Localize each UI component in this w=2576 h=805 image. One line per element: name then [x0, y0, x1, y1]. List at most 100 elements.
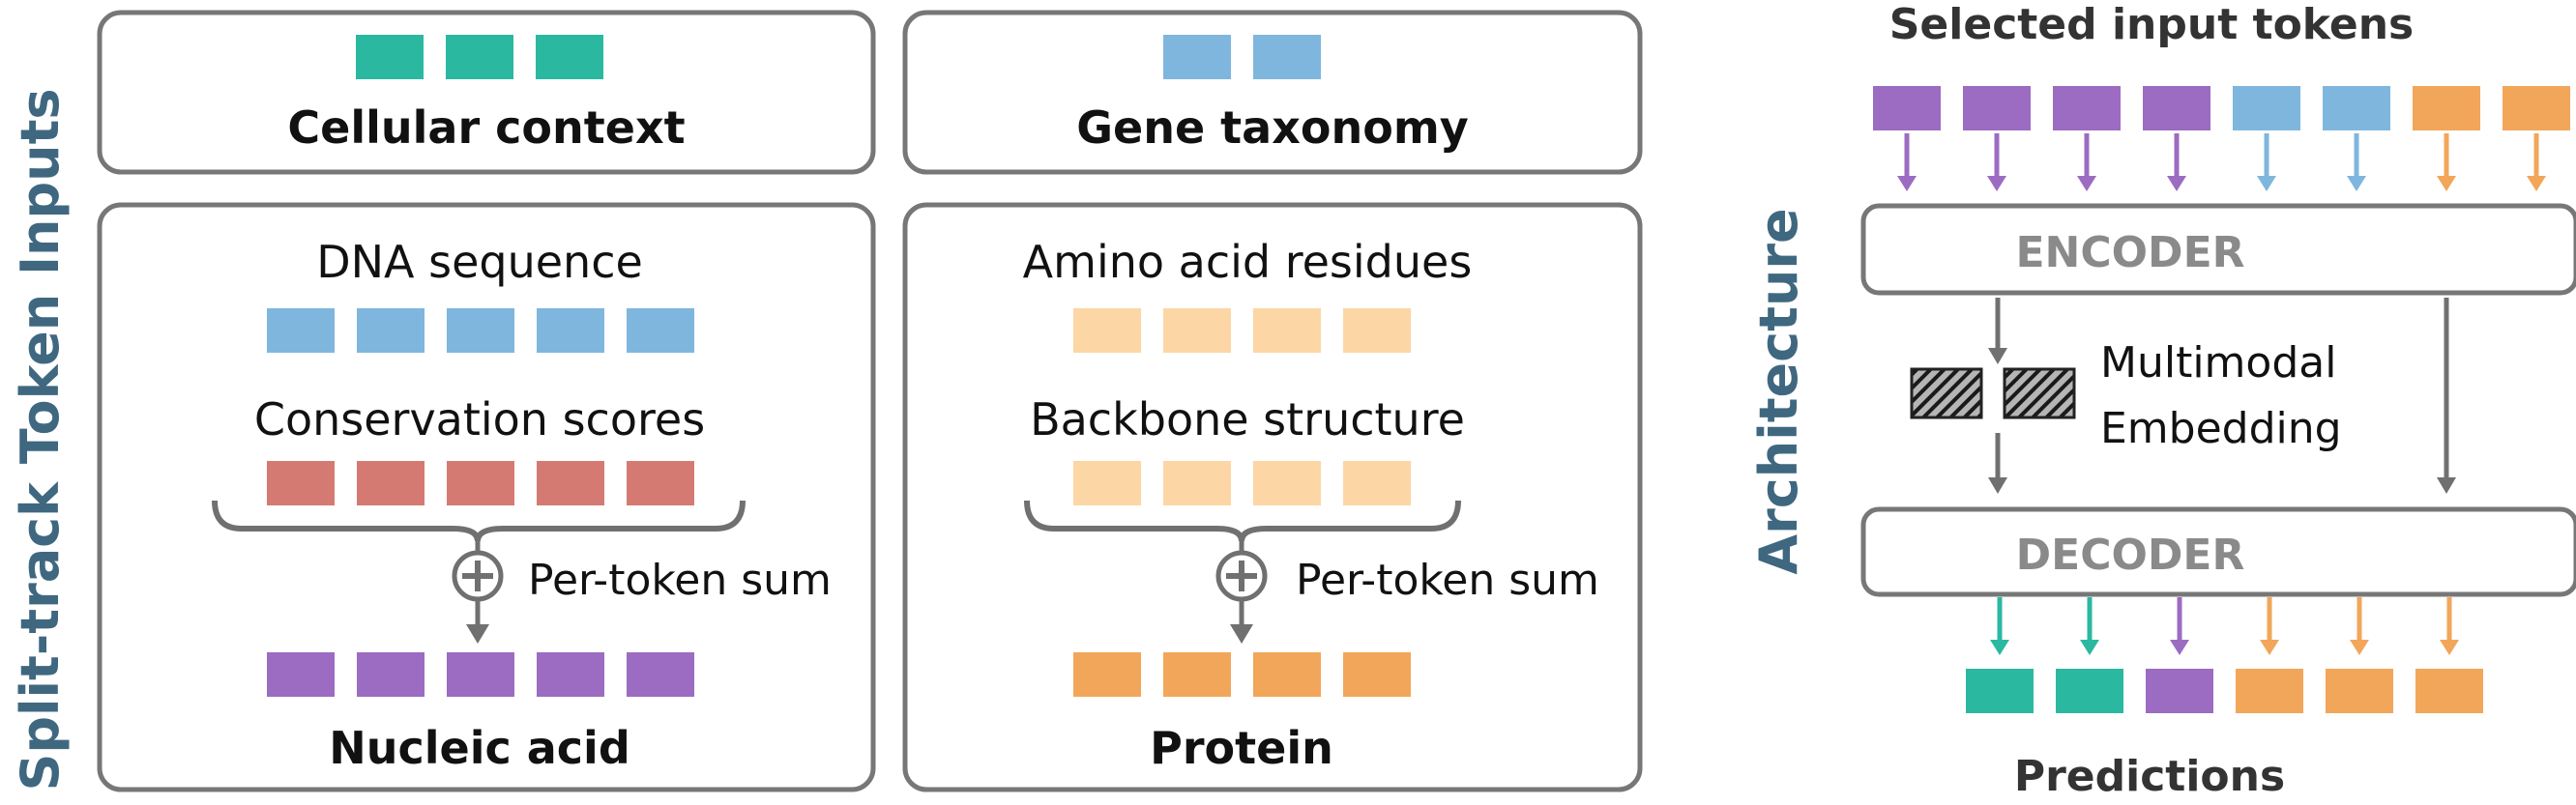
- selected-input-token-4: [2143, 86, 2210, 130]
- protein-panel: Amino acid residues Backbone structure P…: [902, 202, 1643, 792]
- cellular-context-token-2: [446, 35, 513, 79]
- cellular-context-title: Cellular context: [287, 101, 685, 154]
- selected-input-token-5: [2233, 86, 2300, 130]
- embedding-label-line2: Embedding: [2100, 404, 2342, 453]
- prediction-token-3: [2146, 669, 2213, 713]
- backbone-token-4: [1343, 461, 1411, 505]
- nucleic-acid-token-1: [267, 652, 335, 697]
- nucleic-acid-tokens: [267, 652, 694, 697]
- dna-sequence-token-1: [267, 308, 335, 353]
- nucleic-acid-sum-label: Per-token sum: [528, 556, 832, 605]
- gene-taxonomy-tokens: [1163, 35, 1321, 79]
- gene-taxonomy-token-2: [1253, 35, 1321, 79]
- dna-sequence-token-4: [537, 308, 604, 353]
- encoder-skip-arrowhead: [2437, 477, 2456, 494]
- input-arrow-head-6: [2347, 176, 2366, 191]
- output-arrow-head-1: [1990, 640, 2009, 655]
- prediction-token-5: [2326, 669, 2393, 713]
- output-arrow-head-4: [2260, 640, 2279, 655]
- nucleic-acid-panel: DNA sequence Conservation scores Per-tok…: [97, 202, 876, 792]
- selected-input-token-1: [1873, 86, 1941, 130]
- amino-acid-token-2: [1163, 308, 1231, 353]
- input-arrow-head-1: [1897, 176, 1917, 191]
- input-arrow-head-5: [2257, 176, 2276, 191]
- cellular-context-box: [97, 10, 876, 175]
- output-arrow-head-3: [2170, 640, 2189, 655]
- cellular-context-token-3: [536, 35, 603, 79]
- amino-acid-residues-label: Amino acid residues: [1023, 236, 1473, 288]
- amino-acid-token-3: [1253, 308, 1321, 353]
- conservation-score-token-1: [267, 461, 335, 505]
- dna-sequence-token-5: [627, 308, 694, 353]
- protein-token-3: [1253, 652, 1321, 697]
- input-arrow-head-7: [2437, 176, 2456, 191]
- selected-input-tokens: [1873, 86, 2570, 130]
- conservation-scores-tokens: [267, 461, 694, 505]
- backbone-structure-tokens: [1073, 461, 1411, 505]
- input-arrow-head-3: [2077, 176, 2096, 191]
- amino-acid-token-1: [1073, 308, 1141, 353]
- backbone-token-2: [1163, 461, 1231, 505]
- embedding-token-2: [2003, 367, 2076, 419]
- decoder-label: DECODER: [2016, 531, 2245, 580]
- selected-input-token-2: [1963, 86, 2031, 130]
- encoder-to-embedding-arrowhead: [1988, 348, 2007, 364]
- nucleic-acid-sum-arrowhead: [466, 624, 489, 644]
- conservation-score-token-2: [357, 461, 424, 505]
- cellular-context-panel: Cellular context: [97, 10, 876, 175]
- architecture-side-label: Architecture: [1748, 208, 1809, 574]
- nucleic-acid-plus-icon: [452, 550, 504, 602]
- dna-sequence-label: DNA sequence: [316, 236, 643, 288]
- amino-acid-residues-tokens: [1073, 308, 1411, 353]
- cellular-context-token-1: [356, 35, 424, 79]
- nucleic-acid-token-3: [447, 652, 514, 697]
- dna-sequence-token-3: [447, 308, 514, 353]
- selected-input-token-6: [2323, 86, 2390, 130]
- input-arrow-head-8: [2527, 176, 2546, 191]
- prediction-token-2: [2056, 669, 2123, 713]
- output-arrow-head-2: [2080, 640, 2099, 655]
- selected-input-token-8: [2503, 86, 2570, 130]
- output-arrow-head-5: [2350, 640, 2369, 655]
- protein-title: Protein: [1150, 722, 1333, 774]
- protein-sum-label: Per-token sum: [1296, 556, 1599, 605]
- embedding-token-1: [1910, 367, 1983, 419]
- output-arrow-head-6: [2440, 640, 2459, 655]
- gene-taxonomy-box: [902, 10, 1643, 175]
- amino-acid-token-4: [1343, 308, 1411, 353]
- embedding-label-line1: Multimodal: [2100, 338, 2336, 388]
- nucleic-acid-token-4: [537, 652, 604, 697]
- backbone-token-1: [1073, 461, 1141, 505]
- dna-sequence-tokens: [267, 308, 694, 353]
- output-arrows: [1990, 597, 2459, 655]
- selected-input-token-7: [2413, 86, 2480, 130]
- conservation-score-token-5: [627, 461, 694, 505]
- conservation-scores-label: Conservation scores: [254, 393, 705, 446]
- input-arrows: [1897, 133, 2546, 191]
- embedding-to-decoder-arrowhead: [1988, 477, 2007, 494]
- protein-tokens: [1073, 652, 1411, 697]
- decoder-block: [1860, 506, 2576, 597]
- input-arrow-head-4: [2167, 176, 2186, 191]
- gene-taxonomy-title: Gene taxonomy: [1076, 101, 1469, 154]
- backbone-structure-label: Backbone structure: [1030, 393, 1465, 446]
- dna-sequence-token-2: [357, 308, 424, 353]
- selected-input-token-3: [2053, 86, 2121, 130]
- prediction-token-6: [2415, 669, 2483, 713]
- cellular-context-tokens: [356, 35, 603, 79]
- selected-input-tokens-title: Selected input tokens: [1889, 0, 2415, 49]
- protein-token-1: [1073, 652, 1141, 697]
- conservation-score-token-4: [537, 461, 604, 505]
- input-arrow-head-2: [1987, 176, 2006, 191]
- architecture-panel: Selected input tokens ENCODER Multimodal…: [1860, 0, 2576, 801]
- prediction-tokens: [1966, 669, 2483, 713]
- nucleic-acid-token-5: [627, 652, 694, 697]
- prediction-token-4: [2236, 669, 2303, 713]
- predictions-title: Predictions: [2014, 752, 2285, 801]
- protein-token-2: [1163, 652, 1231, 697]
- protein-plus-icon: [1215, 550, 1268, 602]
- inputs-side-label: Split-track Token Inputs: [10, 88, 71, 791]
- backbone-token-3: [1253, 461, 1321, 505]
- nucleic-acid-title: Nucleic acid: [329, 722, 630, 774]
